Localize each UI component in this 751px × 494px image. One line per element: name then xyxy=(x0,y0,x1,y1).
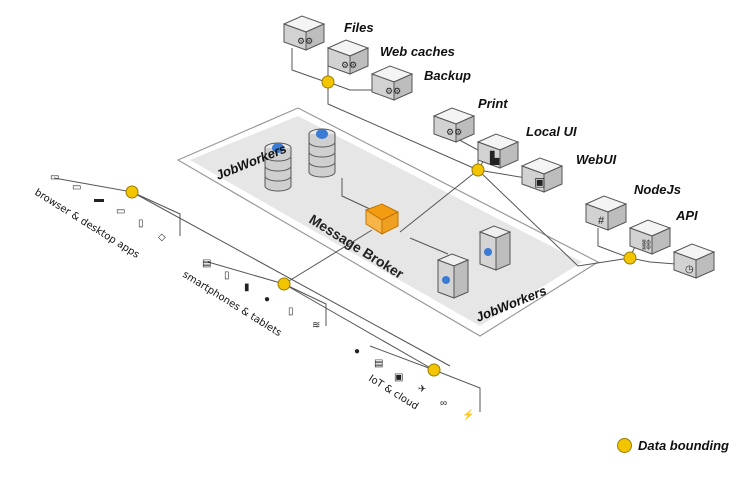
svg-text:◇: ◇ xyxy=(158,232,166,243)
clock-icon: ◷ xyxy=(685,264,694,275)
data-bond-dot xyxy=(125,185,139,199)
svg-text:▮: ▮ xyxy=(244,282,250,293)
svg-text:▯: ▯ xyxy=(224,270,230,281)
svg-text:●: ● xyxy=(264,294,270,305)
service-api: ⛓ xyxy=(629,219,671,255)
svg-text:▬: ▬ xyxy=(94,194,104,205)
service-backup: ⚙⚙ xyxy=(371,65,413,101)
label-print: Print xyxy=(478,96,508,111)
svg-text:∞: ∞ xyxy=(440,398,447,409)
browser-device-icons: ▭ ▭ ▬ ▭ ▯ ◇ xyxy=(50,172,166,243)
service-files: ⚙⚙ xyxy=(283,15,325,51)
iot-device-icons: ● ▤ ▣ ✈ ∞ ⚡ xyxy=(354,346,474,421)
legend-label: Data bounding xyxy=(638,438,729,453)
label-nodejs: NodeJs xyxy=(634,182,681,197)
message-broker-icon xyxy=(364,203,400,235)
label-files: Files xyxy=(344,20,374,35)
label-web-caches: Web caches xyxy=(380,44,455,59)
service-print: ⚙⚙ xyxy=(433,107,475,143)
svg-text:▯: ▯ xyxy=(288,306,294,317)
data-bond-dot xyxy=(623,251,637,265)
svg-text:▣: ▣ xyxy=(394,372,403,383)
link-icon: ⛓ xyxy=(640,239,653,251)
svg-text:▤: ▤ xyxy=(202,258,211,269)
data-bond-legend-dot xyxy=(617,438,632,453)
label-backup: Backup xyxy=(424,68,471,83)
data-bond-dot xyxy=(427,363,441,377)
cog-icon: ⚙⚙ xyxy=(446,127,462,137)
window-icon: ▣ xyxy=(534,175,545,189)
data-bond-dot xyxy=(321,75,335,89)
svg-text:●: ● xyxy=(354,346,360,357)
group-browser-label: browser & desktop apps xyxy=(32,187,141,261)
data-bond-dots xyxy=(125,75,637,377)
worker-icon xyxy=(272,143,284,153)
layout-icon: ▙ xyxy=(489,150,500,165)
svg-text:▭: ▭ xyxy=(72,182,81,193)
label-api: API xyxy=(675,208,698,223)
worker-icon xyxy=(316,129,328,139)
data-bond-dot xyxy=(277,277,291,291)
svg-text:✈: ✈ xyxy=(418,384,426,395)
label-local-ui: Local UI xyxy=(526,124,577,139)
hash-icon: # xyxy=(598,215,605,227)
service-web-caches: ⚙⚙ xyxy=(327,39,369,75)
svg-text:▯: ▯ xyxy=(138,218,144,229)
label-webui: WebUI xyxy=(576,152,617,167)
service-local-ui: ▙ xyxy=(477,133,519,169)
jobworkers-bottom-servers xyxy=(436,225,512,299)
gear-icon: ⚙⚙ xyxy=(297,36,313,46)
svg-text:⚡: ⚡ xyxy=(462,408,474,421)
svg-text:▤: ▤ xyxy=(374,358,383,369)
service-webui: ▣ xyxy=(521,157,563,193)
svg-text:▭: ▭ xyxy=(116,206,125,217)
service-extra: ◷ xyxy=(673,243,715,279)
data-bond-dot xyxy=(471,163,485,177)
mobile-device-icons: ▤ ▯ ▮ ● ▯ ≋ xyxy=(202,258,320,331)
gear-icon: ⚙⚙ xyxy=(341,60,357,70)
service-nodejs: # xyxy=(585,195,627,231)
gear-icon: ⚙⚙ xyxy=(385,86,401,96)
connection-lines xyxy=(53,48,677,412)
svg-text:▭: ▭ xyxy=(50,172,59,183)
svg-text:≋: ≋ xyxy=(312,320,320,331)
jobworkers-top-stack xyxy=(264,128,336,192)
legend: Data bounding xyxy=(617,438,729,453)
